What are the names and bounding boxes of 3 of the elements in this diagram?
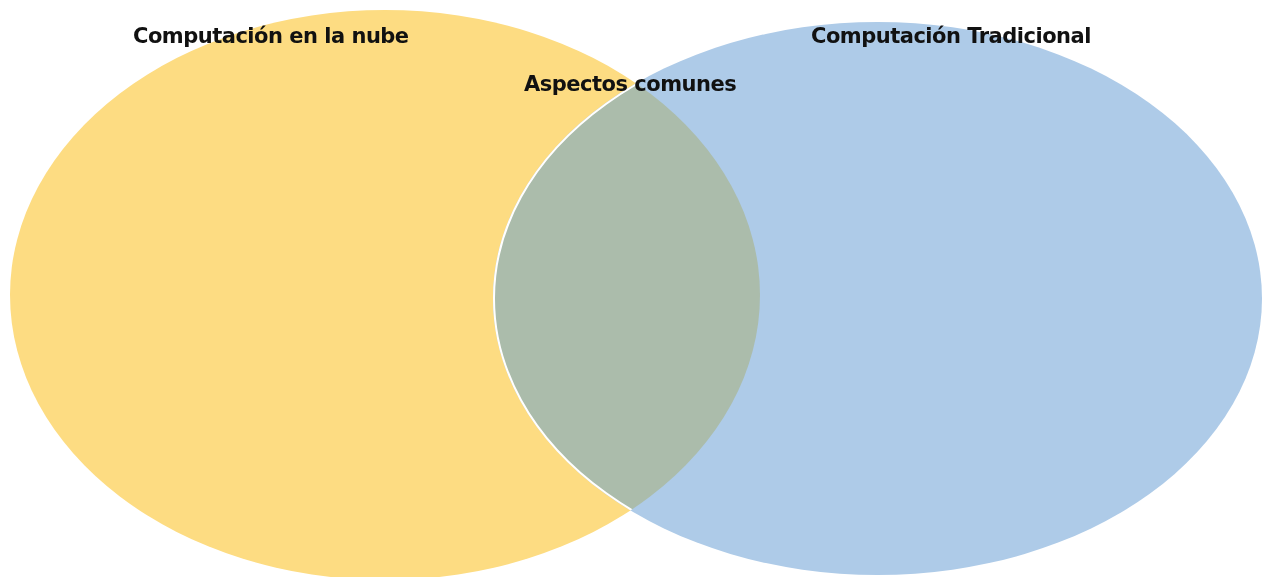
set-title: Computación en la nube bbox=[133, 24, 409, 48]
overlap-title: Aspectos comunes bbox=[524, 72, 737, 96]
set-title: Computación Tradicional bbox=[811, 24, 1091, 48]
